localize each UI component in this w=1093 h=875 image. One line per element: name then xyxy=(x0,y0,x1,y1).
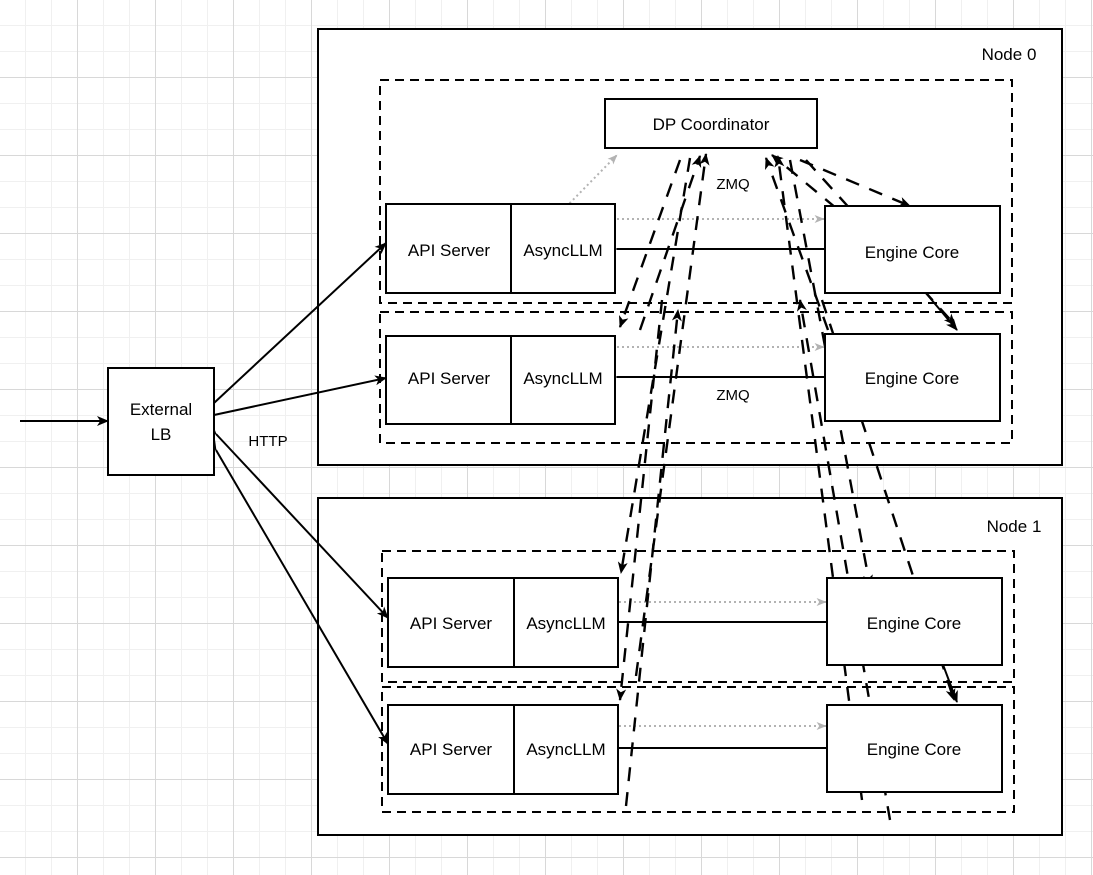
external-lb-label-line1: External xyxy=(130,400,192,419)
conn-coordinator-to-asyncllm-n1g0 xyxy=(617,157,692,574)
conn-coordinator-to-engine-n0g0 xyxy=(799,158,911,208)
node0-group1-enginecore-label: Engine Core xyxy=(865,369,960,388)
conn-asyncllm-n1g1-to-coordinator xyxy=(624,309,682,807)
node0-group1-apiserver-label: API Server xyxy=(408,369,491,388)
conn-engine-n1g0-down xyxy=(941,661,958,703)
node1-group1-enginecore-label: Engine Core xyxy=(867,740,962,759)
external-lb-box[interactable] xyxy=(107,367,215,476)
external-lb-label-line2: LB xyxy=(151,425,172,444)
node0-group1-enginecore-box[interactable] xyxy=(824,333,1001,422)
node1-group1-boundary xyxy=(381,686,1015,813)
node0-group0-enginecore-box[interactable] xyxy=(824,205,1001,294)
node0-group0-zmq-label: ZMQ xyxy=(716,176,749,193)
node0-group1-apiserver-box[interactable] xyxy=(385,335,616,425)
conn-asyncllm0-to-coordinator-dotted xyxy=(565,154,618,208)
node0-group0-apiserver-label: API Server xyxy=(408,241,491,260)
node0-group0-boundary xyxy=(379,79,1013,304)
node1-group0-asyncllm-label: AsyncLLM xyxy=(526,614,605,633)
node1-group1-apiserver-label: API Server xyxy=(410,740,493,759)
node0-group1-asyncllm-label: AsyncLLM xyxy=(523,369,602,388)
node0-group0-asyncllm-label: AsyncLLM xyxy=(523,241,602,260)
node0-group0-apiserver-box[interactable] xyxy=(385,203,616,294)
conn-lb-to-apiserver-n1g1 xyxy=(206,437,389,745)
node1-group0-apiserver-box[interactable] xyxy=(387,577,619,668)
node1-group0-apiserver-label: API Server xyxy=(410,614,493,633)
node1-group1-asyncllm-label: AsyncLLM xyxy=(526,740,605,759)
conn-lb-to-apiserver-n0g1 xyxy=(202,375,387,423)
conn-coordinator-to-engine-n1g0 xyxy=(788,159,873,587)
node-1-label: Node 1 xyxy=(987,517,1042,536)
node1-group0-enginecore-label: Engine Core xyxy=(867,614,962,633)
node0-group1-zmq-label: ZMQ xyxy=(716,387,749,404)
node-0-label: Node 0 xyxy=(982,45,1037,64)
node1-group0-enginecore-box[interactable] xyxy=(826,577,1003,666)
node0-group0-enginecore-label: Engine Core xyxy=(865,243,960,262)
conn-coordinator-to-asyncllm-n1g1 xyxy=(616,299,664,701)
conn-asyncllm-n0g1-to-coordinator xyxy=(638,155,702,331)
http-label: HTTP xyxy=(248,433,287,450)
conn-engine-n0g1-to-coordinator xyxy=(764,157,830,331)
node1-group1-apiserver-box[interactable] xyxy=(387,704,619,795)
dp-coordinator-label: DP Coordinator xyxy=(653,115,770,134)
dp-coordinator-box[interactable] xyxy=(604,98,818,149)
conn-coordinator-to-asyncllm-n0g1 xyxy=(618,159,682,328)
conn-engine-n0g0-to-coordinator xyxy=(771,154,837,209)
conn-engine-n1g0-to-coordinator xyxy=(774,155,864,801)
conn-asyncllm-n1g0-to-coordinator xyxy=(634,153,710,677)
node1-group1-enginecore-box[interactable] xyxy=(826,704,1003,793)
